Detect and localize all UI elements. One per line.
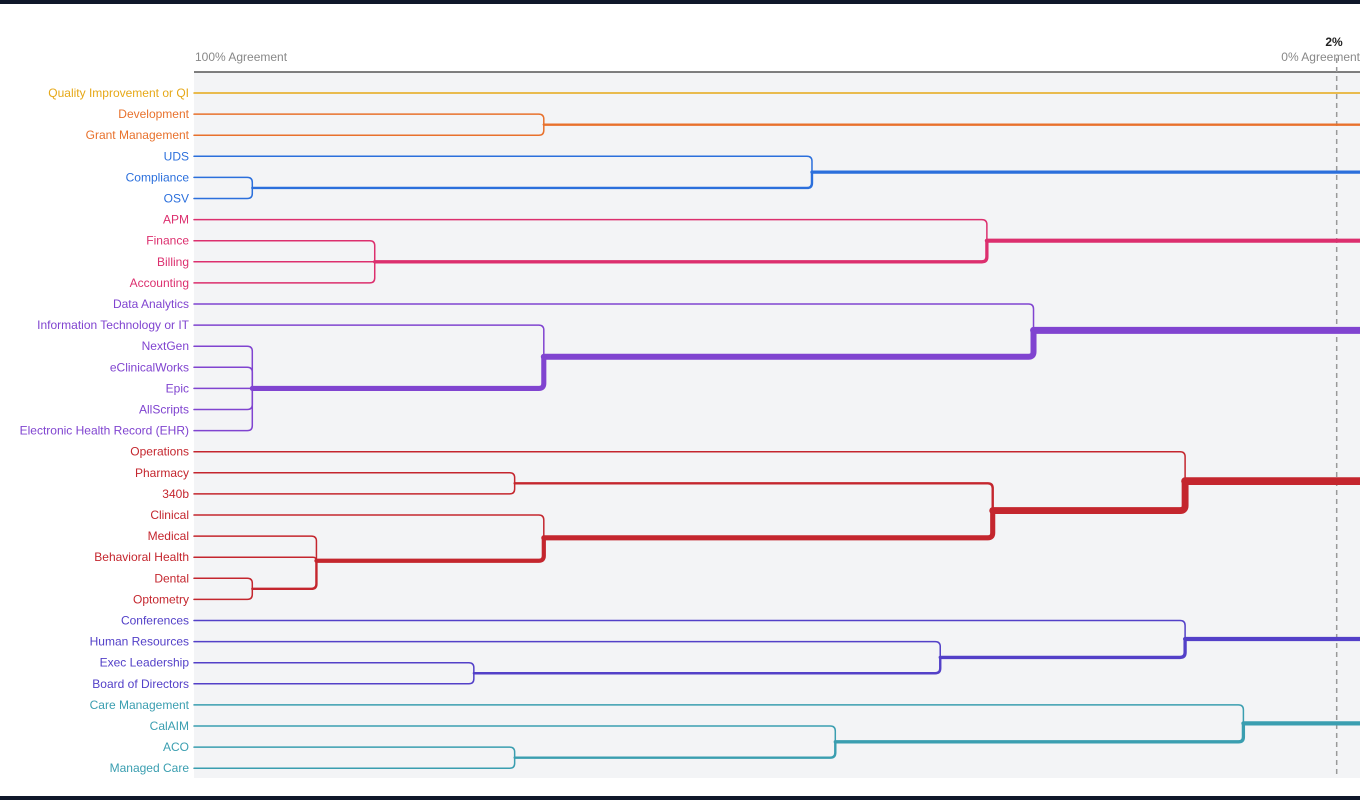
dendrogram-link-M6-1 <box>193 366 254 390</box>
dendrogram-link-M15-1 <box>193 672 475 685</box>
axis-right-label: 0% Agreement <box>1281 50 1360 64</box>
dendrogram-link-M16-0 <box>193 640 941 659</box>
dendrogram-link-M6-4 <box>193 387 254 432</box>
dendrogram-link-M16-1 <box>472 656 942 675</box>
dendrogram-link-M20-1 <box>833 721 1246 744</box>
threshold-label: 2% <box>1325 35 1343 49</box>
dendrogram-link-M5-1 <box>373 239 989 264</box>
axis-left-label: 100% Agreement <box>195 50 288 64</box>
leaf-label: Information Technology or IT <box>37 318 190 332</box>
leaf-label: Managed Care <box>110 761 190 775</box>
dendrogram-link-M10-1 <box>193 588 254 601</box>
dendrogram-link-M3-1 <box>251 170 814 190</box>
dendrogram-link-M14-0 <box>193 450 1186 482</box>
leaf-label: Operations <box>130 445 189 459</box>
dendrogram-link-M1-0 <box>193 113 545 126</box>
leaf-label: Accounting <box>130 276 189 290</box>
dendrogram-link-M6-0 <box>193 345 254 390</box>
dendrogram-link-M12-0 <box>193 514 545 539</box>
dendrogram-link-M8-1 <box>540 327 1037 360</box>
dendrogram-link-M5-0 <box>193 218 988 242</box>
dendrogram-link-M12-1 <box>314 535 546 563</box>
leaf-label: Care Management <box>90 698 190 712</box>
leaf-label: CalAIM <box>150 719 189 733</box>
dendrogram-link-M18-0 <box>193 746 516 759</box>
leaf-label: NextGen <box>142 339 189 353</box>
leaf-label: 340b <box>162 487 189 501</box>
dendrogram-link-M17-1 <box>938 637 1187 660</box>
dendrogram-link-M13-0 <box>513 482 994 512</box>
dendrogram-link-M7-1 <box>249 354 547 391</box>
top-border <box>0 0 1360 4</box>
dendrogram-link-M2-0 <box>193 176 254 189</box>
dendrogram-link-M9-1 <box>193 482 516 495</box>
leaf-label: Behavioral Health <box>94 550 189 564</box>
leaf-label: UDS <box>164 149 189 163</box>
leaf-label: Epic <box>166 381 189 395</box>
dendrogram-link-M2-1 <box>193 187 254 200</box>
leaf-label: Data Analytics <box>113 297 189 311</box>
dendrogram-link-M18-1 <box>193 756 516 769</box>
leaf-label: Grant Management <box>86 128 190 142</box>
dendrogram-link-M14-1 <box>989 477 1189 515</box>
leaf-label: Conferences <box>121 614 189 628</box>
leaf-label: Billing <box>157 255 189 269</box>
bottom-border <box>0 796 1360 800</box>
leaf-label: Compliance <box>126 170 190 184</box>
dendrogram-link-M8-0 <box>193 303 1035 332</box>
leaf-label: Exec Leadership <box>100 656 190 670</box>
leaf-label: OSV <box>164 192 189 206</box>
leaf-label: ACO <box>163 740 189 754</box>
leaf-label: Human Resources <box>90 635 189 649</box>
leaf-labels: Quality Improvement or QI DevelopmentGran… <box>20 86 190 775</box>
leaf-label: AllScripts <box>139 403 189 417</box>
dendrogram-link-M11-0 <box>193 535 318 562</box>
leaf-label: Medical <box>148 529 189 543</box>
dendrogram-link-M9-0 <box>193 472 516 485</box>
dendrogram-link-M11-2 <box>251 559 318 591</box>
dendrogram-link-M20-0 <box>193 704 1245 725</box>
dendrogram-link-M17-0 <box>193 619 1186 640</box>
leaf-label: Dental <box>154 571 189 585</box>
dendrogram-link-M15-0 <box>193 661 475 674</box>
leaf-label: Clinical <box>150 508 189 522</box>
leaf-label: APM <box>163 213 189 227</box>
dendrogram-link-M10-0 <box>193 577 254 590</box>
dendrogram-link-M19-1 <box>513 740 837 759</box>
dendrogram-link-M7-0 <box>193 324 545 358</box>
leaf-label: Finance <box>146 234 189 248</box>
dendrogram-link-M4-2 <box>193 261 376 284</box>
dendrogram-link-M13-1 <box>541 508 996 541</box>
dendrogram-links <box>193 92 1360 769</box>
leaf-label: Development <box>118 107 189 121</box>
leaf-label: Pharmacy <box>135 466 189 480</box>
leaf-label: Quality Improvement or QI <box>48 86 189 100</box>
leaf-label: Board of Directors <box>92 677 189 691</box>
leaf-label: Optometry <box>133 592 189 606</box>
dendrogram-link-M1-1 <box>193 123 545 136</box>
dendrogram-link-M4-0 <box>193 239 376 263</box>
leaf-label: eClinicalWorks <box>110 360 189 374</box>
dendrogram-link-M3-0 <box>193 155 813 173</box>
leaf-label: Electronic Health Record (EHR) <box>20 424 189 438</box>
dendrogram-link-M19-0 <box>193 725 837 743</box>
plot-background <box>194 72 1360 778</box>
